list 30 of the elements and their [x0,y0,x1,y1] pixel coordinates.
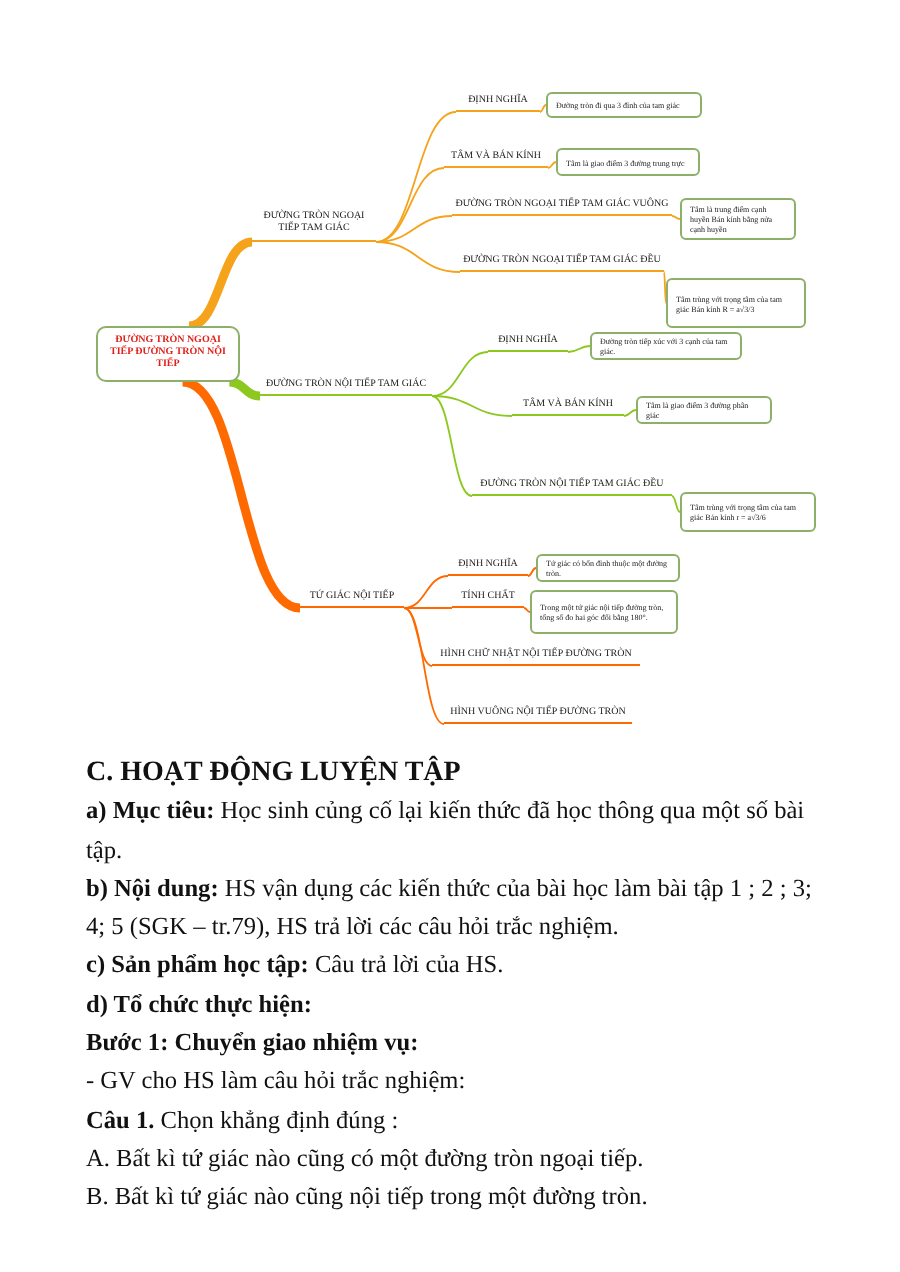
branch-line [671,495,681,513]
branch-line [431,351,489,397]
branch-line [671,215,681,220]
paragraph: a) Mục tiêu: Học sinh củng cố lại kiến thức đã học thông qua một số bài tập. [86,794,807,868]
paragraph: Câu 1. Chọn khẳng định đúng : [86,1103,401,1138]
branch-line [403,607,453,609]
section-heading: C. HOẠT ĐỘNG LUYỆN TẬP [86,754,463,792]
branch-line [527,567,537,577]
branch-line [547,161,557,169]
branch-line [375,241,461,273]
branch-line [403,607,445,725]
paragraph: d) Tổ chức thực hiện: [86,987,314,1022]
paragraph: c) Sản phẩm học tập: Câu trả lời của HS. [86,948,506,983]
branch-line [567,345,591,353]
paragraph: b) Nội dung: HS vận dụng các kiến thức của bài học làm bài tập 1 ; 2 ; 3; 4; 5 (SGK – tr.79), HS trả lời các câu hỏi trắc nghiệm. [86,871,814,945]
branch-line [539,104,547,113]
paragraph: Bước 1: Chuyển giao nhiệm vụ: [86,1026,421,1061]
branch-line [431,395,513,417]
branch-line [623,409,637,417]
paragraph: A. Bất kì tứ giác nào cũng có một đường tròn ngoại tiếp. [86,1141,646,1176]
paragraph: - GV cho HS làm câu hỏi trắc nghiệm: [86,1064,468,1099]
branch-line [523,607,531,613]
paragraph: B. Bất kì tứ giác nào cũng nội tiếp trong một đường tròn. [86,1180,650,1215]
branch-line [229,377,261,401]
branch-line [181,377,302,613]
branch-line [188,237,253,331]
branch-line [403,575,449,609]
branch-line [431,395,473,497]
branch-line [663,271,667,304]
branch-line [375,167,445,243]
